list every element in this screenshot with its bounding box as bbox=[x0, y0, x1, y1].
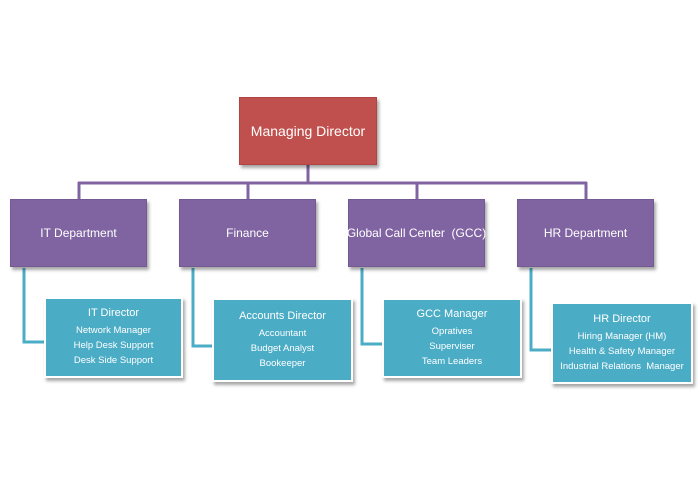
connector-sub-it bbox=[22, 268, 46, 344]
accounts-director-title: Accounts Director bbox=[239, 309, 326, 322]
hr-director-title: HR Director bbox=[593, 312, 651, 325]
gcc-manager-box: GCC Manager Opratives Superviser Team Le… bbox=[382, 298, 522, 378]
it-sub-item: Help Desk Support bbox=[73, 340, 154, 351]
gcc-sub-item: Opratives bbox=[431, 325, 473, 337]
connector-sub-gcc bbox=[360, 268, 384, 346]
finance-sub-item: Budget Analyst bbox=[250, 342, 315, 354]
it-department-box: IT Department bbox=[10, 199, 147, 267]
it-director-title: IT Director bbox=[87, 307, 140, 319]
hr-department-label: HR Department bbox=[543, 226, 628, 240]
gcc-sub-item: Superviser bbox=[429, 340, 475, 352]
it-sub-item: Desk Side Support bbox=[73, 355, 154, 366]
accounts-director-box: Accounts Director Accountant Budget Anal… bbox=[212, 298, 353, 382]
managing-director-label: Managing Director bbox=[250, 123, 366, 139]
connector-sub-finance bbox=[191, 268, 214, 348]
global-call-center-label: Global Call Center (GCC) bbox=[346, 226, 487, 240]
hr-sub-item: Hiring Manager (HM) bbox=[577, 330, 667, 342]
gcc-manager-title: GCC Manager bbox=[416, 307, 488, 320]
hr-department-box: HR Department bbox=[517, 199, 654, 267]
finance-sub-item: Bookeeper bbox=[259, 357, 306, 369]
finance-sub-item: Accountant bbox=[258, 327, 307, 339]
finance-box: Finance bbox=[179, 199, 316, 267]
managing-director-box: Managing Director bbox=[239, 97, 377, 165]
it-director-box: IT Director Network Manager Help Desk Su… bbox=[44, 297, 183, 378]
hr-sub-item: Health & Safety Manager bbox=[568, 345, 676, 357]
gcc-sub-item: Team Leaders bbox=[421, 355, 483, 367]
finance-label: Finance bbox=[226, 226, 269, 240]
connector-sub-hr bbox=[529, 268, 553, 352]
hr-director-box: HR Director Hiring Manager (HM) Health &… bbox=[551, 302, 693, 384]
it-sub-item: Network Manager bbox=[76, 325, 151, 336]
hr-sub-item: Industrial Relations Manager bbox=[560, 360, 684, 372]
it-department-label: IT Department bbox=[40, 226, 117, 240]
global-call-center-box: Global Call Center (GCC) bbox=[346, 199, 487, 267]
